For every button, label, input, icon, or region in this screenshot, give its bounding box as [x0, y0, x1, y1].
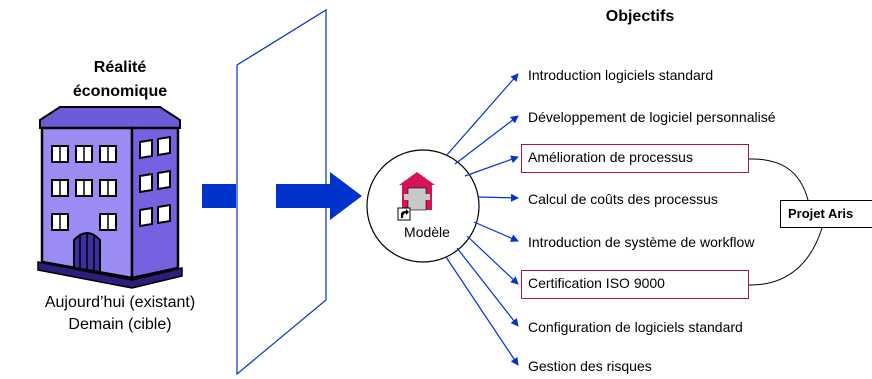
model-label: Modèle	[404, 224, 450, 240]
arrow-segment-left	[202, 184, 236, 208]
objective-item-highlighted: Certification ISO 9000	[521, 270, 749, 299]
arrow-main	[276, 172, 362, 220]
objective-item-highlighted: Amélioration de processus	[521, 144, 749, 173]
caption-line-2: Demain (cible)	[68, 316, 172, 333]
objective-item: Gestion des risques	[528, 358, 652, 374]
title-line-1: Réalité	[93, 59, 147, 76]
title-line-2: économique	[72, 83, 168, 100]
objective-item: Développement de logiciel personnalisé	[528, 109, 776, 125]
building-icon	[37, 106, 183, 289]
link-curve-bottom	[747, 227, 823, 286]
objective-item: Calcul de coûts des processus	[528, 191, 718, 207]
shortcut-arrow-icon	[397, 207, 411, 221]
objective-item: Configuration de logiciels standard	[528, 319, 743, 335]
link-curve-top	[747, 158, 809, 201]
model-house-icon	[399, 172, 435, 211]
objective-item: Introduction logiciels standard	[528, 67, 714, 83]
economic-reality-title: Réalité économique	[60, 56, 180, 104]
objectives-title: Objectifs	[605, 8, 675, 25]
caption-line-1: Aujourd’hui (existant)	[44, 294, 196, 311]
objective-item: Introduction de système de workflow	[528, 234, 755, 250]
fan-arrows	[445, 73, 519, 366]
project-aris-box: Projet Aris	[780, 200, 872, 228]
